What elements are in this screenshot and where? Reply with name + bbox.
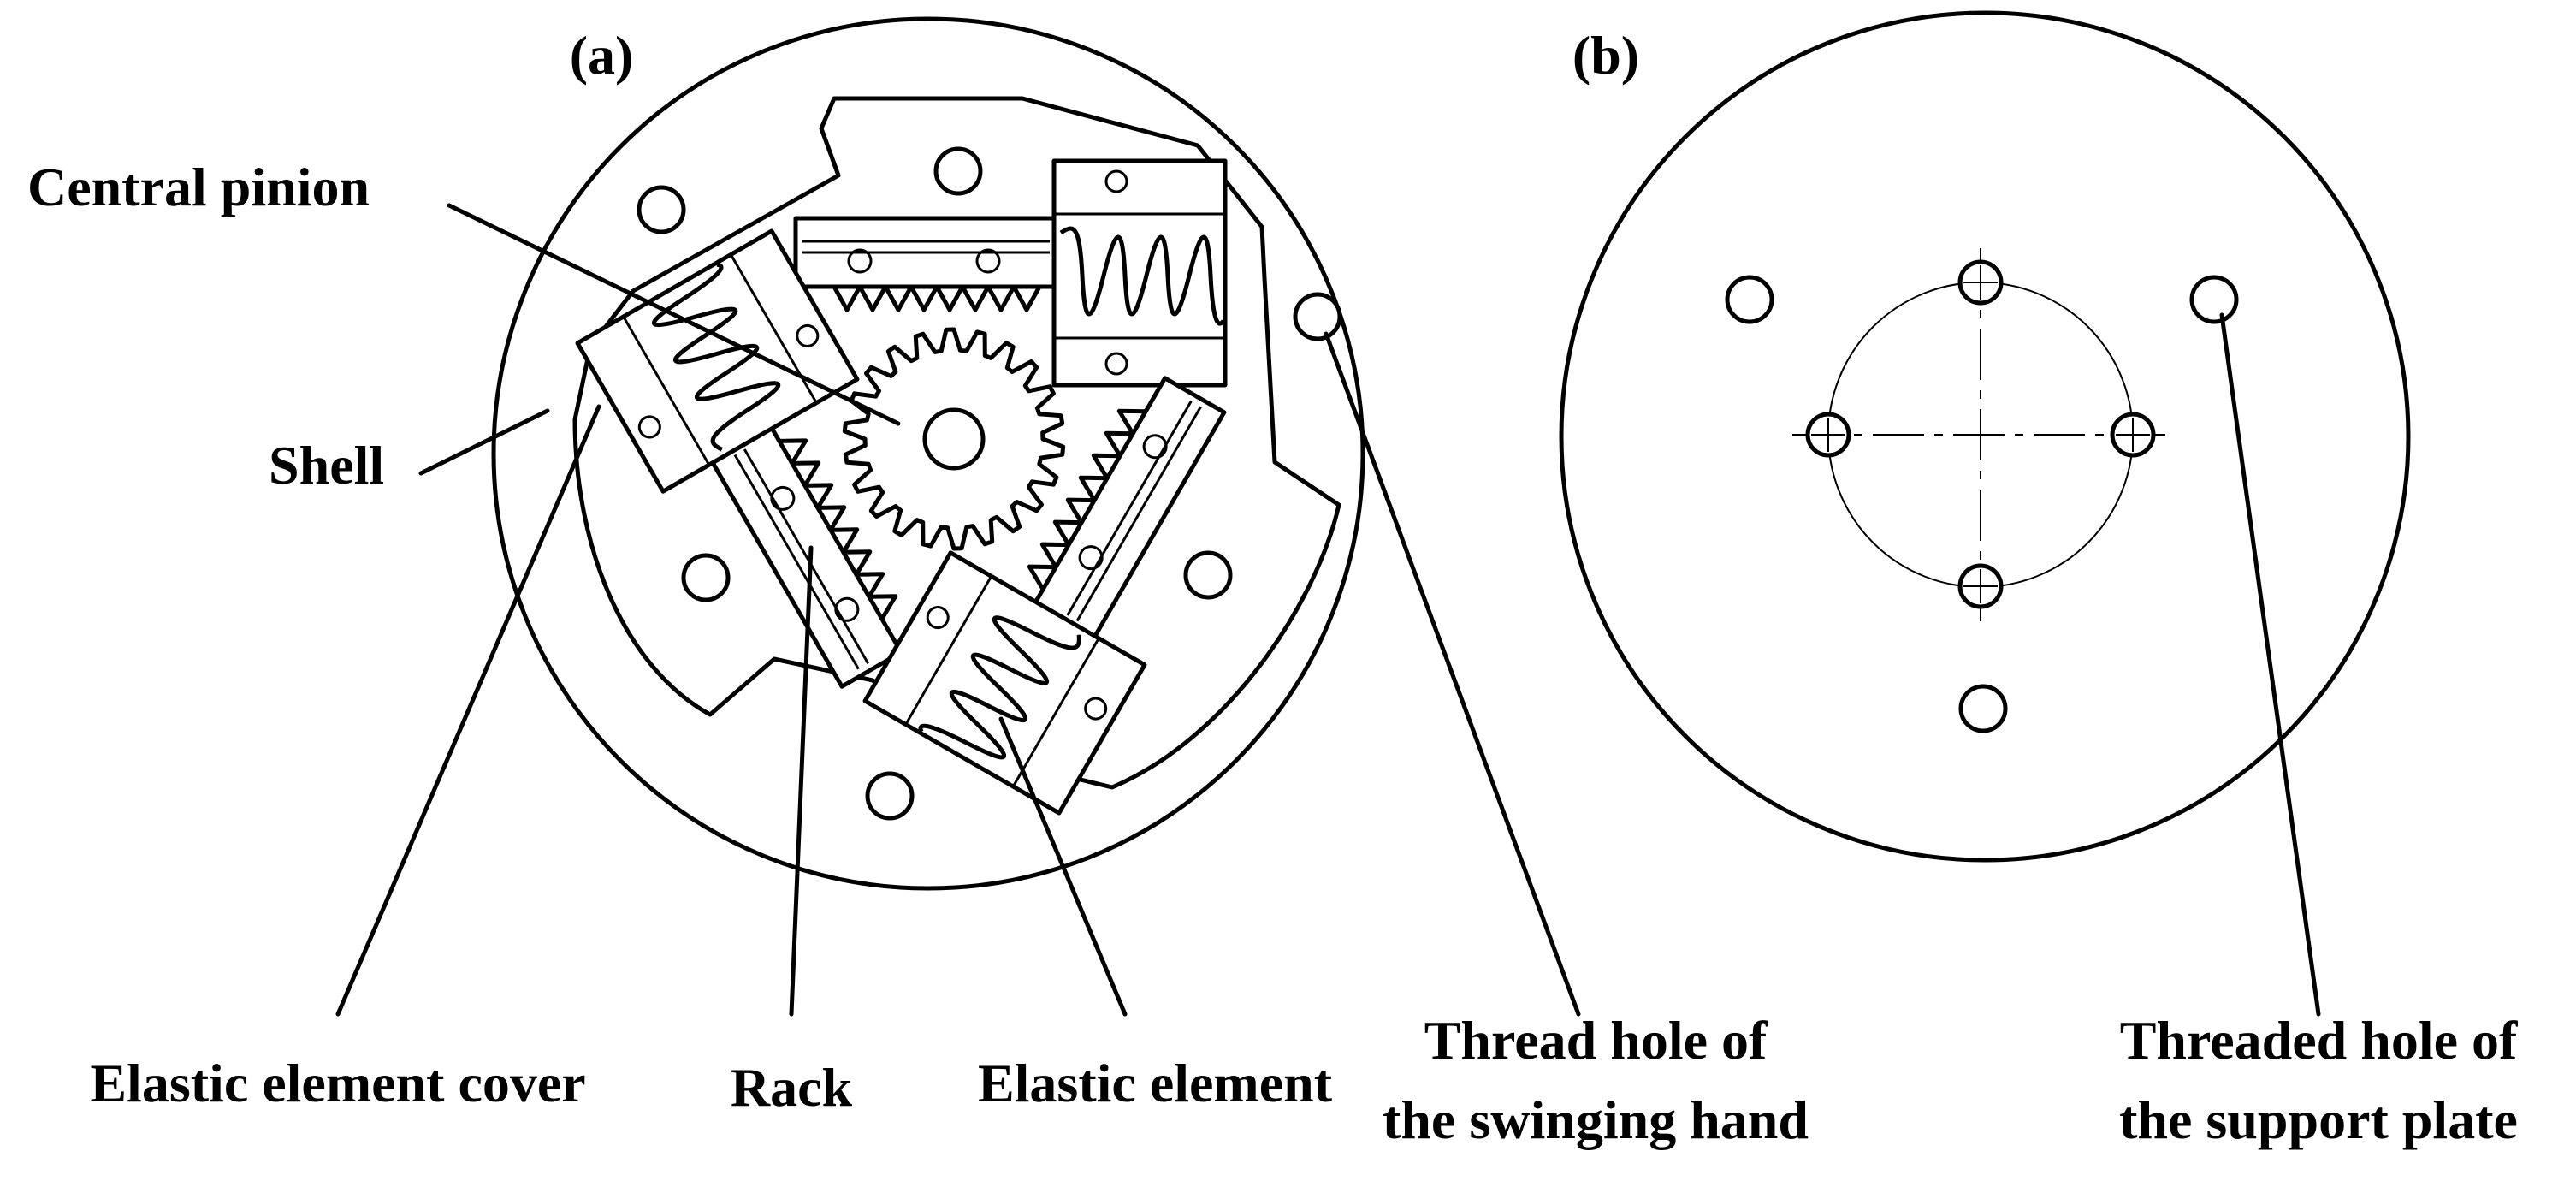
panel-b-tag: (b) xyxy=(1572,25,1639,86)
cover-screw xyxy=(1104,352,1128,376)
elastic-element-spring xyxy=(918,615,1081,760)
plain-hole xyxy=(1958,684,2008,733)
rack-screw xyxy=(834,596,860,622)
rack-assembly-bottom xyxy=(862,376,1227,816)
bolt-holes xyxy=(1805,259,2156,609)
cover-edge xyxy=(1011,638,1100,787)
rack-assembly-top xyxy=(793,158,1228,388)
support-plate-threaded-hole xyxy=(2189,275,2239,324)
bolt-hole-cross xyxy=(1811,265,2150,603)
leader-shell xyxy=(418,408,550,476)
elastic-element-spring xyxy=(652,262,781,452)
rack-slot xyxy=(733,454,860,670)
mounting-hole xyxy=(865,771,915,821)
rack-teeth xyxy=(1027,408,1148,592)
mounting-hole xyxy=(637,185,686,234)
label-elastic-element-cover: Elastic element cover xyxy=(90,1053,585,1113)
cover-screw xyxy=(926,606,950,630)
leader-support-plate-hole xyxy=(2219,312,2321,1017)
rack-screw xyxy=(975,248,1001,274)
rack-screw xyxy=(1078,545,1104,571)
rack-slot xyxy=(1066,400,1193,616)
cover-edge xyxy=(904,575,992,726)
rack-slot xyxy=(743,448,870,665)
mounting-hole xyxy=(681,553,731,602)
elastic-element-cover xyxy=(1051,158,1228,388)
panel-b: (b) Thread hole of the swinging hand Thr… xyxy=(1383,10,2518,1150)
leader-swinging-hand-hole xyxy=(1324,331,1581,1017)
cover-edge xyxy=(622,316,711,466)
rack-screw xyxy=(770,485,796,511)
swinging-hand-thread-hole xyxy=(1293,292,1342,341)
cover-screw xyxy=(637,415,661,439)
leader-rack xyxy=(789,545,814,1017)
cover-screw xyxy=(796,323,820,347)
label-threaded-hole-support-plate-line1: Threaded hole of xyxy=(2120,1010,2518,1071)
leader-elastic-element xyxy=(998,716,1128,1017)
label-thread-hole-swinging-hand-line2: the swinging hand xyxy=(1383,1089,1809,1150)
label-elastic-element: Elastic element xyxy=(978,1053,1333,1113)
elastic-element-cover xyxy=(575,228,860,494)
shell-outer-circle xyxy=(491,16,1365,891)
mounting-hole xyxy=(933,146,983,196)
label-rack: Rack xyxy=(731,1057,853,1118)
mounting-hole xyxy=(1183,550,1233,600)
panel-a: (a) xyxy=(27,16,1581,1118)
elastic-element-spring xyxy=(1059,226,1226,326)
mounting-holes-a xyxy=(637,146,1233,821)
cover-screw xyxy=(1104,169,1128,193)
label-central-pinion: Central pinion xyxy=(27,157,370,217)
cover-screw xyxy=(1084,697,1108,721)
rack-screw xyxy=(847,248,873,274)
rack-screw xyxy=(1142,434,1168,460)
support-plate-circle xyxy=(1559,10,2411,863)
rack-assembly-left xyxy=(575,228,903,689)
rack-teeth xyxy=(777,438,898,621)
leader-elastic-element-cover xyxy=(335,404,601,1017)
panel-a-tag: (a) xyxy=(570,25,634,86)
label-threaded-hole-support-plate-line2: the support plate xyxy=(2119,1089,2518,1150)
pinion-bore xyxy=(922,407,986,471)
label-shell: Shell xyxy=(269,435,384,496)
rack-slot xyxy=(1075,406,1202,622)
label-thread-hole-swinging-hand-line1: Thread hole of xyxy=(1424,1010,1768,1071)
rack-teeth xyxy=(832,284,1042,312)
leader-central-pinion xyxy=(447,203,901,426)
plain-hole xyxy=(1725,275,1774,324)
elastic-element-cover xyxy=(862,550,1147,816)
